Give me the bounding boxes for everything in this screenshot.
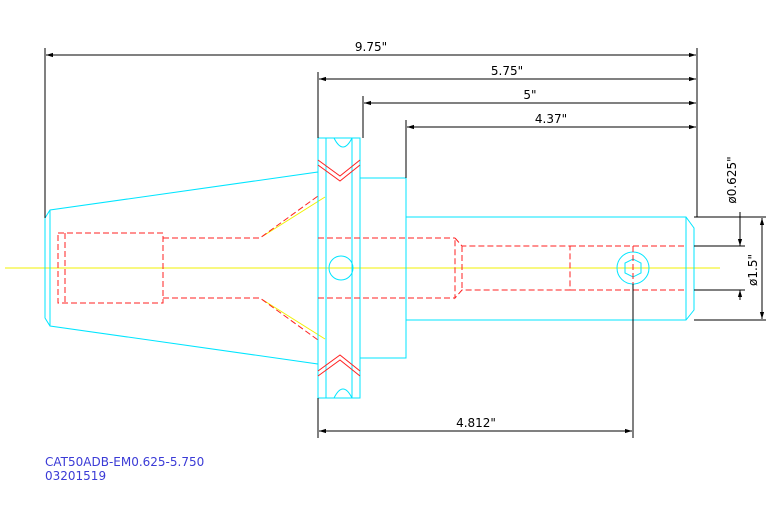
bore-diameter-label: ø0.625": [725, 156, 739, 203]
overall-length-label: 9.75": [355, 40, 387, 54]
flange-groove: [317, 159, 361, 377]
dimension-lines: [44, 48, 766, 438]
body-length-label: 4.37": [535, 112, 567, 126]
hidden-bore: [57, 195, 686, 341]
title-block: CAT50ADB-EM0.625-5.750 03201519: [45, 455, 204, 483]
body-diameter-label: ø1.5": [746, 254, 760, 286]
flange-to-end-label: 5": [523, 88, 536, 102]
centerline: [5, 196, 720, 340]
setscrew-location-label: 4.812": [456, 416, 496, 430]
drawing-number: 03201519: [45, 469, 107, 483]
gage-length-label: 5.75": [491, 64, 523, 78]
part-number: CAT50ADB-EM0.625-5.750: [45, 455, 205, 469]
